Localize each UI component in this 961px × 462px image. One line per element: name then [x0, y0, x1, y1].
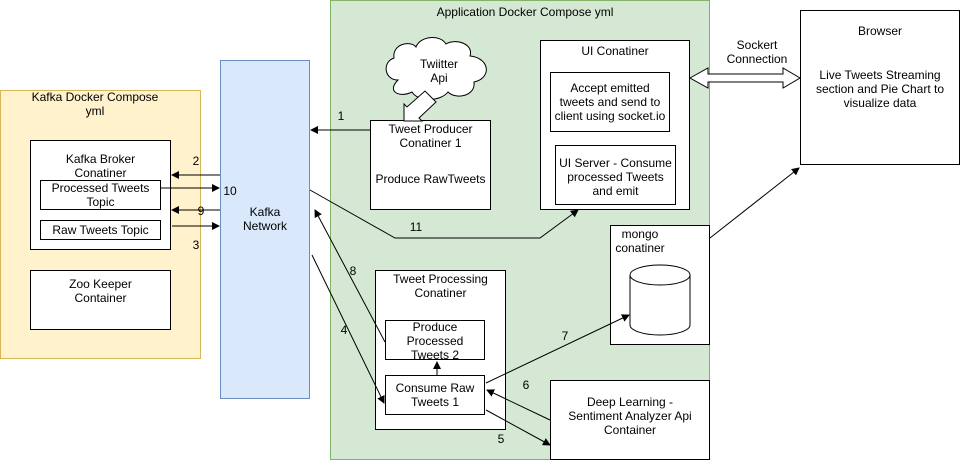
edge-label-1: 1 — [337, 109, 345, 123]
edge-label-5: 5 — [497, 432, 505, 446]
ui-accept-box — [550, 72, 670, 132]
socket-connection-arrow — [688, 67, 801, 89]
tweet-producer-container — [370, 120, 491, 210]
edge-label-11: 11 — [409, 220, 423, 234]
edge-label-7: 7 — [561, 329, 569, 343]
edge-4 — [311, 254, 385, 404]
ui-server-label: UI Server - Consume processed Tweets and… — [559, 156, 672, 198]
edge-label-3: 3 — [192, 238, 200, 252]
socket-connection-label: Sockert Connection — [726, 38, 788, 66]
kafka-broker-title: Kafka Broker Conatiner — [65, 152, 136, 180]
deep-learning-label: Deep Learning - Sentiment Analyzer Api C… — [568, 395, 692, 437]
tweet-processing-title: Tweet Processing Conatiner — [393, 272, 488, 300]
zookeeper-label: Zoo Keeper Container — [69, 277, 132, 305]
ui-container-title: UI Conatiner — [581, 44, 649, 58]
edge-11 — [309, 189, 579, 239]
edge-label-9: 9 — [197, 204, 205, 218]
ui-server-box — [555, 145, 676, 205]
kafka-network-label: Kafka Network — [242, 205, 287, 233]
database-icon — [629, 264, 691, 336]
edge-5 — [485, 409, 551, 446]
produce-processed-box — [385, 320, 485, 360]
raw-tweets-topic — [40, 220, 161, 240]
edge-label-6: 6 — [522, 378, 530, 392]
app-compose-title: Application Docker Compose yml — [436, 5, 614, 19]
processed-tweets-topic — [40, 180, 161, 210]
edge-label-8: 8 — [349, 264, 357, 278]
edge-label-2: 2 — [192, 154, 200, 168]
twitter-cloud-shape — [385, 37, 487, 122]
edge-7 — [485, 314, 630, 384]
produce-processed-label: Produce Processed Tweets 2 — [406, 320, 464, 362]
tweet-producer-body: Produce RawTweets — [375, 172, 486, 186]
browser-body: Live Tweets Streaming section and Pie Ch… — [815, 68, 945, 110]
edge-6 — [486, 389, 551, 421]
processed-tweets-topic-label: Processed Tweets Topic — [51, 181, 150, 209]
zookeeper-container — [30, 270, 171, 330]
consume-raw-label: Consume Raw Tweets 1 — [395, 381, 475, 409]
cloud-to-producer-arrow — [403, 90, 437, 122]
kafka-network-box — [220, 60, 310, 399]
kafka-compose-title: Kafka Docker Compose yml — [31, 90, 159, 118]
browser-box — [800, 10, 960, 165]
edge-label-10: 10 — [223, 184, 237, 198]
edge-label-4: 4 — [340, 323, 348, 337]
ui-accept-label: Accept emitted tweets and send to client… — [554, 81, 666, 123]
browser-title: Browser — [857, 24, 902, 38]
tweet-producer-title: Tweet Producer Conatiner 1 — [388, 122, 473, 150]
deep-learning-container — [550, 380, 710, 460]
edge-mongo-browser — [709, 167, 800, 239]
mongo-label: mongo conatiner — [615, 227, 665, 255]
twitter-api-label: Twiitter Api — [419, 57, 458, 85]
raw-tweets-topic-label: Raw Tweets Topic — [52, 223, 149, 237]
edge-8 — [314, 209, 386, 343]
consume-raw-box — [385, 375, 485, 415]
